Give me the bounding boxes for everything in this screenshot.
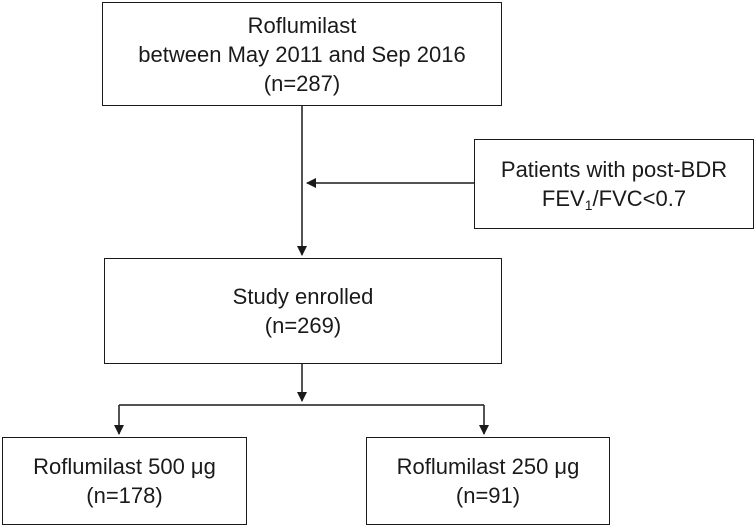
box-250-line-1: Roflumilast 250 μg	[396, 454, 580, 479]
box-start-line-1: Roflumilast	[247, 12, 357, 38]
box-start-line-2: between May 2011 and Sep 2016	[138, 41, 466, 67]
box-500-line-2: (n=178)	[86, 483, 163, 508]
box-enrolled-line-2: (n=269)	[264, 313, 342, 338]
box-start-line-3: (n=287)	[263, 70, 341, 96]
box-study-enrolled: Study enrolled (n=269)	[104, 258, 502, 364]
box-enrolled-line-1: Study enrolled	[232, 284, 374, 309]
fev-subscript: 1	[584, 197, 593, 213]
box-exclusion-line-2: FEV1/FVC<0.7	[542, 184, 686, 213]
box-roflumilast-start: Roflumilast between May 2011 and Sep 201…	[102, 2, 502, 106]
box-exclusion-criteria: Patients with post-BDR FEV1/FVC<0.7	[474, 139, 754, 229]
box-exclusion-line-1: Patients with post-BDR	[500, 157, 728, 182]
fev-label: FEV	[541, 186, 585, 211]
box-roflumilast-250: Roflumilast 250 μg (n=91)	[366, 437, 610, 525]
box-roflumilast-500: Roflumilast 500 μg (n=178)	[2, 437, 247, 525]
box-250-line-2: (n=91)	[455, 483, 521, 508]
box-500-line-1: Roflumilast 500 μg	[33, 454, 216, 479]
fvc-ratio-label: /FVC<0.7	[592, 186, 687, 211]
